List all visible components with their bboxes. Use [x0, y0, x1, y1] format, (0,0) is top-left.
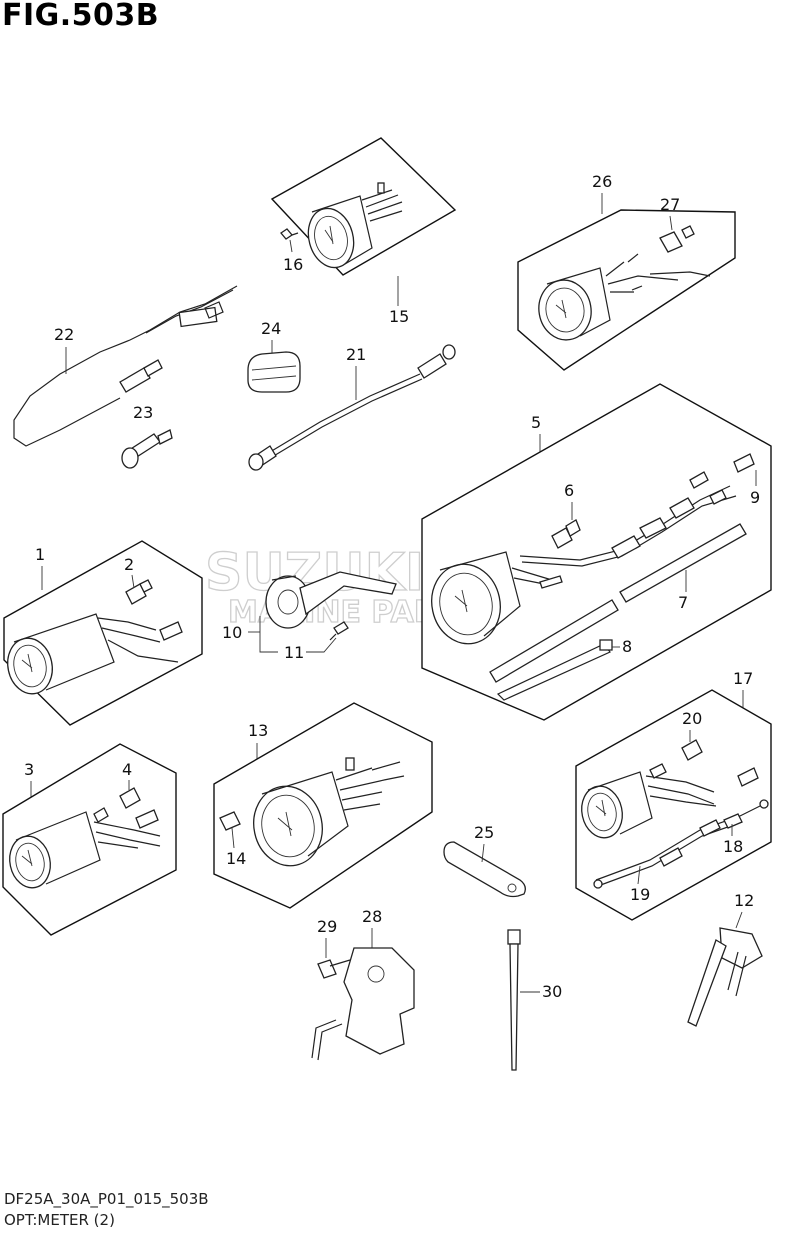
callout-10: 10 — [222, 623, 242, 642]
callout-4: 4 — [122, 760, 132, 779]
callout-25: 25 — [474, 823, 494, 842]
callout-23: 23 — [133, 403, 153, 422]
callout-6: 6 — [564, 481, 574, 500]
callout-17: 17 — [733, 669, 753, 688]
callout-1: 1 — [35, 545, 45, 564]
part-group-17[interactable] — [575, 689, 772, 921]
callout-18: 18 — [723, 837, 743, 856]
callout-15: 15 — [389, 307, 409, 326]
part-22-harness[interactable] — [13, 285, 238, 447]
part-group-5[interactable] — [421, 383, 772, 721]
part-group-26[interactable] — [517, 209, 736, 371]
callout-19: 19 — [630, 885, 650, 904]
callout-30: 30 — [542, 982, 562, 1001]
callout-16: 16 — [283, 255, 303, 274]
callout-22: 22 — [54, 325, 74, 344]
callout-2: 2 — [124, 555, 134, 574]
part-10-bracket[interactable] — [265, 571, 397, 629]
callout-3: 3 — [24, 760, 34, 779]
callout-20: 20 — [682, 709, 702, 728]
part-group-3[interactable] — [2, 743, 177, 936]
part-group-1[interactable] — [3, 540, 203, 726]
figure-description: OPT:METER (2) — [4, 1211, 115, 1229]
callout-7: 7 — [678, 593, 688, 612]
callout-12: 12 — [734, 891, 754, 910]
part-25-strap[interactable] — [443, 841, 526, 898]
figure-code: DF25A_30A_P01_015_503B — [4, 1190, 209, 1208]
part-11-screw[interactable] — [329, 621, 349, 641]
callout-27: 27 — [660, 195, 680, 214]
part-29-bolt[interactable] — [317, 959, 351, 979]
part-24-grommet[interactable] — [247, 351, 301, 393]
callout-14: 14 — [226, 849, 246, 868]
figure-title: FIG.503B — [2, 0, 160, 33]
callout-13: 13 — [248, 721, 268, 740]
callout-9: 9 — [750, 488, 760, 507]
part-23-connector[interactable] — [119, 359, 173, 469]
part-group-13[interactable] — [213, 702, 433, 909]
callout-8: 8 — [622, 637, 632, 656]
callout-21: 21 — [346, 345, 366, 364]
part-12-switch[interactable] — [687, 927, 763, 1027]
callout-24: 24 — [261, 319, 281, 338]
callout-29: 29 — [317, 917, 337, 936]
callout-26: 26 — [592, 172, 612, 191]
part-28-bracket[interactable] — [311, 947, 415, 1061]
callout-28: 28 — [362, 907, 382, 926]
callout-11: 11 — [284, 643, 304, 662]
callout-5: 5 — [531, 413, 541, 432]
part-30-cable-tie[interactable] — [507, 929, 521, 1071]
part-group-15[interactable] — [270, 137, 457, 276]
part-21-cable[interactable] — [248, 344, 456, 471]
